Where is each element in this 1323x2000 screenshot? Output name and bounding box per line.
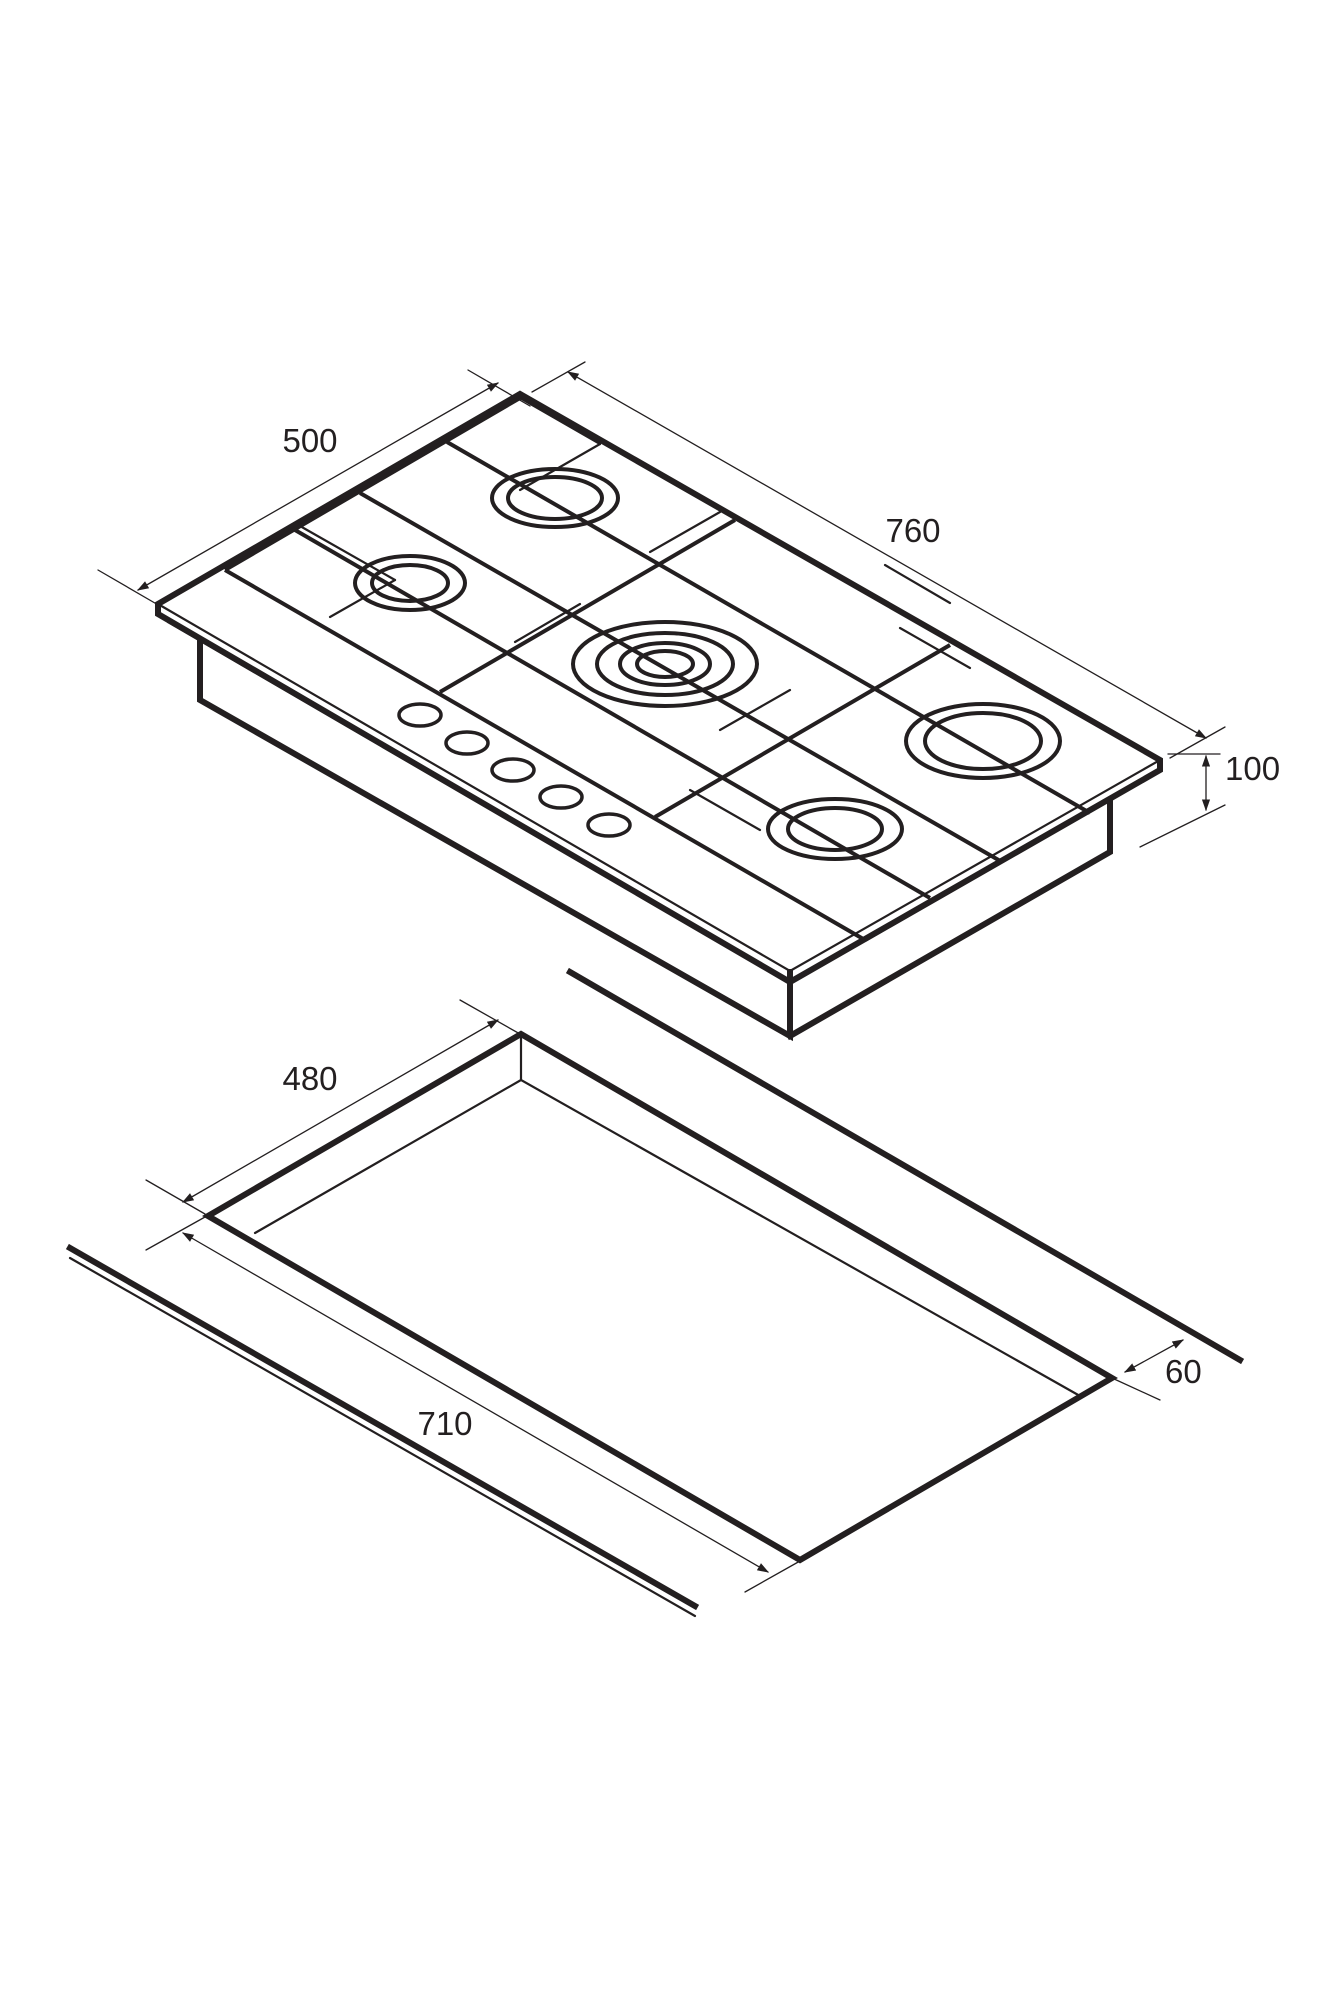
dim-cutout-depth-label: 480 (282, 1060, 337, 1097)
dim-hob-depth: 500 (97, 369, 531, 607)
hob-drawing: 500 760 100 (97, 361, 1280, 1042)
knob-4 (538, 784, 584, 810)
burner-right-large (904, 702, 1062, 780)
burner-rear-left (490, 467, 620, 529)
knob-2 (444, 730, 490, 756)
hob-body (197, 637, 1113, 1042)
dim-hob-height: 100 (1139, 750, 1280, 848)
pan-support-grid (223, 396, 1152, 942)
hob-front-edge-shadow (166, 620, 792, 985)
dim-hob-width-label: 760 (885, 512, 940, 549)
knob-5 (586, 812, 632, 838)
hob-top-inner-edge (156, 602, 1162, 973)
worktop-front-edge (65, 1243, 700, 1611)
dim-cutout-width: 710 (145, 1216, 801, 1593)
cutout-outline (202, 1030, 1118, 1564)
dim-hob-width: 760 (531, 361, 1226, 759)
knob-1 (397, 702, 443, 728)
cutout-drawing: 480 710 60 (65, 967, 1245, 1618)
dim-hob-depth-label: 500 (282, 422, 337, 459)
dim-cutout-depth: 480 (145, 999, 521, 1215)
hob-top-slab (155, 390, 1163, 986)
control-knobs (397, 702, 632, 838)
burner-front-right (766, 797, 904, 861)
dim-worktop-margin-label: 60 (1165, 1353, 1202, 1390)
burner-centre-wok (571, 620, 759, 708)
knob-3 (490, 757, 536, 783)
worktop-front-edge-lower (68, 1256, 697, 1618)
burner-left-small (353, 554, 467, 612)
dim-worktop-margin: 60 (1111, 1339, 1202, 1401)
dim-cutout-width-label: 710 (417, 1405, 472, 1442)
worktop-rear-edge (565, 967, 1245, 1365)
dim-hob-height-label: 100 (1225, 750, 1280, 787)
